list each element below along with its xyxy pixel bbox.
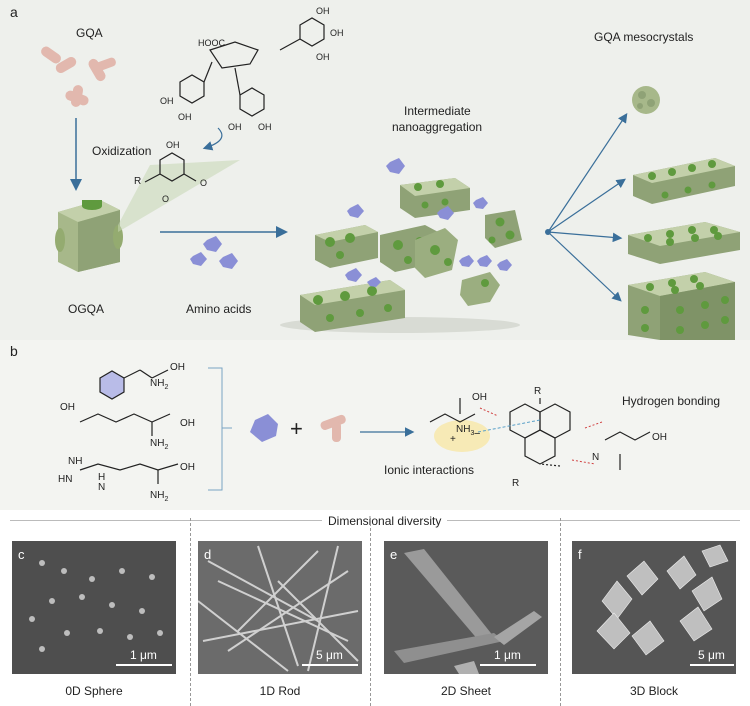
gqa-molecule-icon [39,45,117,108]
zoom-cone [118,160,240,232]
chem-b-nh-arg: NH [68,456,82,467]
plus-sign: + [290,416,303,442]
panel-label-e: e [390,547,397,562]
chem-b-r-bottom: R [512,478,519,489]
hbond-2 [585,422,602,428]
label-ionic-interactions: Ionic interactions [384,463,474,477]
label-hydrogen-bonding: Hydrogen bonding [622,394,720,408]
arrow-to-rod [548,180,624,232]
chem-r: R [134,176,141,187]
panel-b-graphics [0,340,750,510]
divider-2 [370,518,371,706]
amino-acid-icon [250,414,278,442]
chem-oh-5: OH [178,112,192,122]
caption-2d-sheet: 2D Sheet [384,684,548,698]
chem-oh-1: OH [316,6,330,16]
divider-1 [190,518,191,706]
amino-residue-right [605,432,650,470]
panel-label-f: f [578,547,582,562]
chem-b-n-arg: N [98,482,105,493]
arrow-to-sphere [548,115,626,232]
sem-image-2d-sheet [384,541,548,674]
ogqa-cube-icon [55,200,123,272]
chem-b-nh-right: N [592,452,599,463]
scalebar-d [302,664,358,666]
caption-3d-block: 3D Block [572,684,736,698]
chem-b-nh2-arg: NH2 [150,490,168,503]
chem-oh-6: OH [228,122,242,132]
chem-b-oh-glu-2: OH [180,418,195,429]
gqa-icon [319,414,347,442]
intermediate-aggregate-icon [280,158,522,333]
scalebar-e [480,664,536,666]
label-ogqa: OGQA [68,302,104,316]
chem-b-oh-phe: OH [170,362,185,373]
label-gqa: GQA [76,26,103,40]
label-intermediate-1: Intermediate [404,104,471,118]
scalebar-label-d: 5 μm [316,648,343,662]
caption-1d-rod: 1D Rod [198,684,362,698]
chem-b-minus: − [474,428,480,440]
quinone-structure [510,398,570,466]
chem-b-nh2-phe: NH2 [150,378,168,391]
label-intermediate-2: nanoaggregation [392,120,482,134]
header-dimensional-diversity: Dimensional diversity [322,514,447,528]
hbond-1 [480,408,498,416]
label-oxidization: Oxidization [92,144,151,158]
chem-b-oh-left: OH [472,392,487,403]
glutamate-structure [80,414,170,436]
chem-oh-7: OH [258,122,272,132]
chem-b-r-top: R [534,386,541,397]
scalebar-label-e: 1 μm [494,648,521,662]
chem-b-plus: + [450,434,456,445]
chem-b-hn-arg: HN [58,474,72,485]
caption-0d-sphere: 0D Sphere [12,684,176,698]
divider-3 [560,518,561,706]
label-amino-acids: Amino acids [186,302,251,316]
chem-hooc: HOOC [198,38,225,48]
arrow-oxidization-curve [205,128,222,148]
arrow-to-sheet [548,232,620,238]
panel-label-d: d [204,547,211,562]
chem-oh-2: OH [330,28,344,38]
chem-b-oh-arg: OH [180,462,195,473]
arginine-structure [80,464,178,484]
panel-label-c: c [18,547,25,562]
arrow-to-block [548,232,620,300]
scalebar-label-f: 5 μm [698,648,725,662]
mesocrystal-sphere-icon [632,86,660,114]
amino-residue-left [430,398,475,422]
chem-b-nh3: NH3 [456,424,474,437]
chem-b-oh-right: OH [652,432,667,443]
scalebar-label-c: 1 μm [130,648,157,662]
chem-b-nh2-glu: NH2 [150,438,168,451]
panel-a-graphics [0,0,750,340]
chem-o-2: O [162,194,169,204]
mesocrystal-block-icon [628,272,735,340]
chem-b-oh-glu-1: OH [60,402,75,413]
bracket [208,368,232,490]
label-gqa-mesocrystals: GQA mesocrystals [594,30,693,44]
amino-acid-icons [190,236,238,269]
scalebar-c [116,664,172,666]
chem-oh-4: OH [160,96,174,106]
chem-o-1: O [200,178,207,188]
chem-oh-3: OH [316,52,330,62]
mesocrystal-rod-icon [633,158,735,204]
scalebar-f [690,664,734,666]
mesocrystal-sheet-icon [628,222,740,264]
chem-oh-8: OH [166,140,180,150]
